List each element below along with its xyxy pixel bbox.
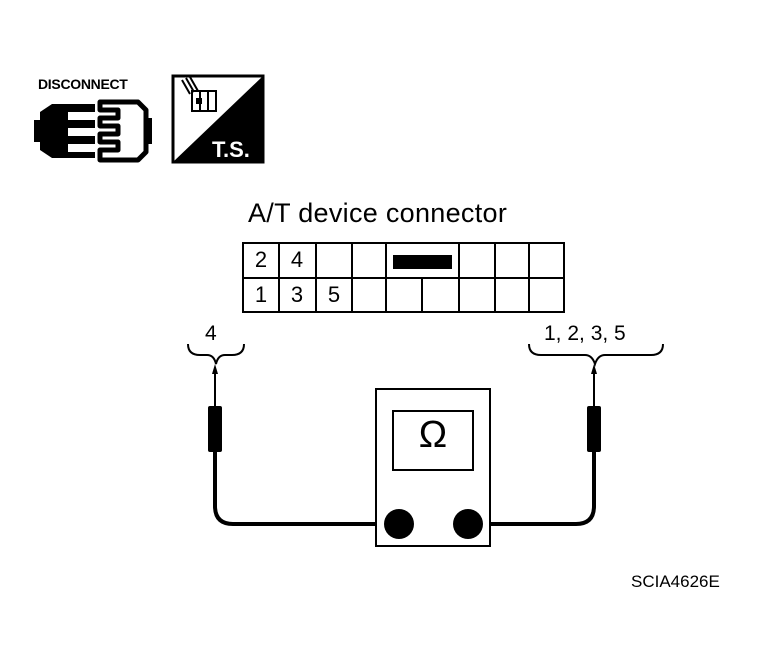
pin-label-3: 3 xyxy=(290,282,304,307)
connector-lock-tab xyxy=(393,255,452,269)
right-lead-brace xyxy=(528,343,664,368)
test-symbol-label: T.S. xyxy=(212,137,250,162)
connector-title: A/T device connector xyxy=(248,198,508,228)
disconnect-label: DISCONNECT xyxy=(38,76,128,92)
right-lead-label: 1, 2, 3, 5 xyxy=(544,322,626,345)
test-symbol-icon xyxy=(171,74,265,164)
ohm-symbol: Ω xyxy=(418,414,448,456)
pin-label-2: 2 xyxy=(254,247,268,272)
right-test-lead-wire xyxy=(470,452,596,526)
ohmmeter xyxy=(375,388,491,547)
right-probe xyxy=(587,364,601,452)
left-lead-label: 4 xyxy=(205,322,217,345)
left-lead-brace xyxy=(187,343,245,365)
connector-disconnect-icon xyxy=(34,99,152,163)
left-probe xyxy=(208,364,222,452)
pin-label-1: 1 xyxy=(254,282,268,307)
left-test-lead-wire xyxy=(213,452,395,526)
pin-label-4: 4 xyxy=(290,247,304,272)
connector-face xyxy=(242,242,565,313)
figure-code: SCIA4626E xyxy=(631,572,720,591)
pin-label-5: 5 xyxy=(327,282,341,307)
